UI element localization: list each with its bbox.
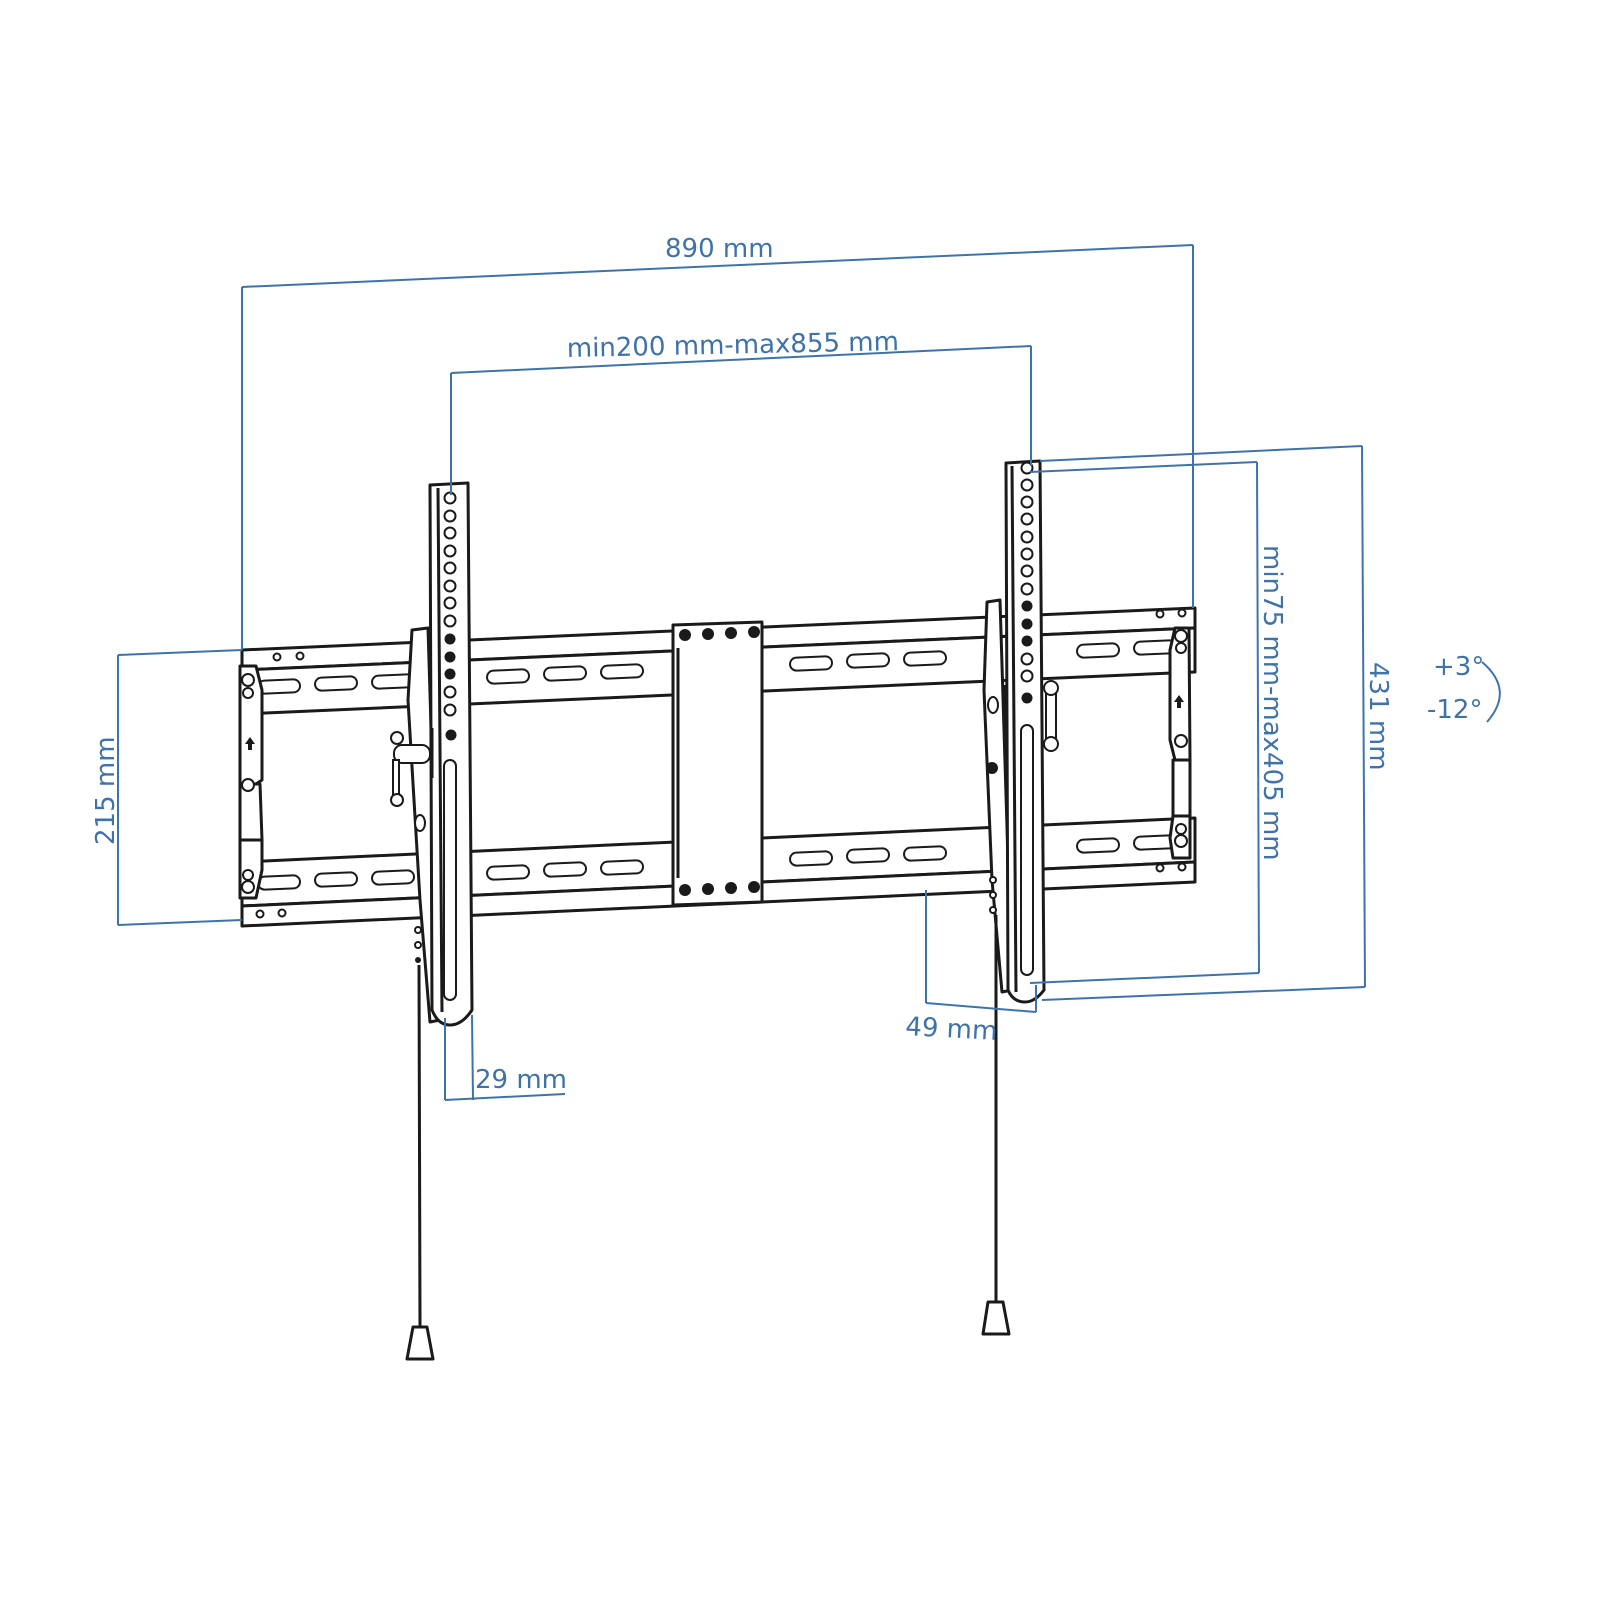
label-arm-height: 431 mm bbox=[1363, 662, 1393, 771]
label-tilt-up: +3° bbox=[1433, 652, 1484, 682]
dimension-vesa-vertical bbox=[1029, 461, 1260, 984]
tilt-adjust-knob bbox=[390, 728, 434, 807]
label-vesa-vertical: min75 mm-max405 mm bbox=[1257, 545, 1287, 861]
left-mounting-arm bbox=[390, 481, 474, 1027]
center-reinforcement-plate bbox=[671, 620, 764, 907]
dimension-wall-distance bbox=[925, 890, 1037, 1013]
bottom-rail-slots bbox=[257, 834, 1178, 891]
label-arm-width: 29 mm bbox=[475, 1065, 567, 1095]
label-vesa-horizontal: min200 mm-max855 mm bbox=[567, 327, 900, 364]
dimension-arm-height bbox=[1039, 445, 1366, 1001]
label-wall-plate-height: 215 mm bbox=[91, 736, 121, 845]
label-wall-distance: 49 mm bbox=[905, 1012, 998, 1047]
left-pull-cord bbox=[405, 964, 435, 1361]
label-overall-width: 890 mm bbox=[665, 234, 774, 264]
left-end-bracket bbox=[238, 664, 264, 900]
dimension-overall-width bbox=[241, 244, 1194, 650]
right-mounting-arm bbox=[982, 459, 1059, 1004]
tilt-arc-icon bbox=[1481, 661, 1501, 723]
up-arrow-icon bbox=[245, 737, 255, 750]
dimension-arm-width bbox=[444, 1014, 566, 1101]
dimension-wall-plate-height bbox=[117, 649, 243, 926]
left-arm-holes bbox=[443, 491, 457, 741]
top-rail-slots bbox=[257, 639, 1178, 695]
tilt-adjust-knob-right bbox=[1002, 680, 1059, 752]
dimension-vesa-horizontal bbox=[450, 345, 1032, 495]
up-arrow-icon bbox=[1174, 695, 1184, 708]
right-arm-holes bbox=[1020, 461, 1034, 704]
right-end-bracket bbox=[1168, 626, 1192, 860]
right-pull-cord bbox=[981, 915, 1011, 1336]
label-tilt-down: -12° bbox=[1427, 695, 1482, 725]
